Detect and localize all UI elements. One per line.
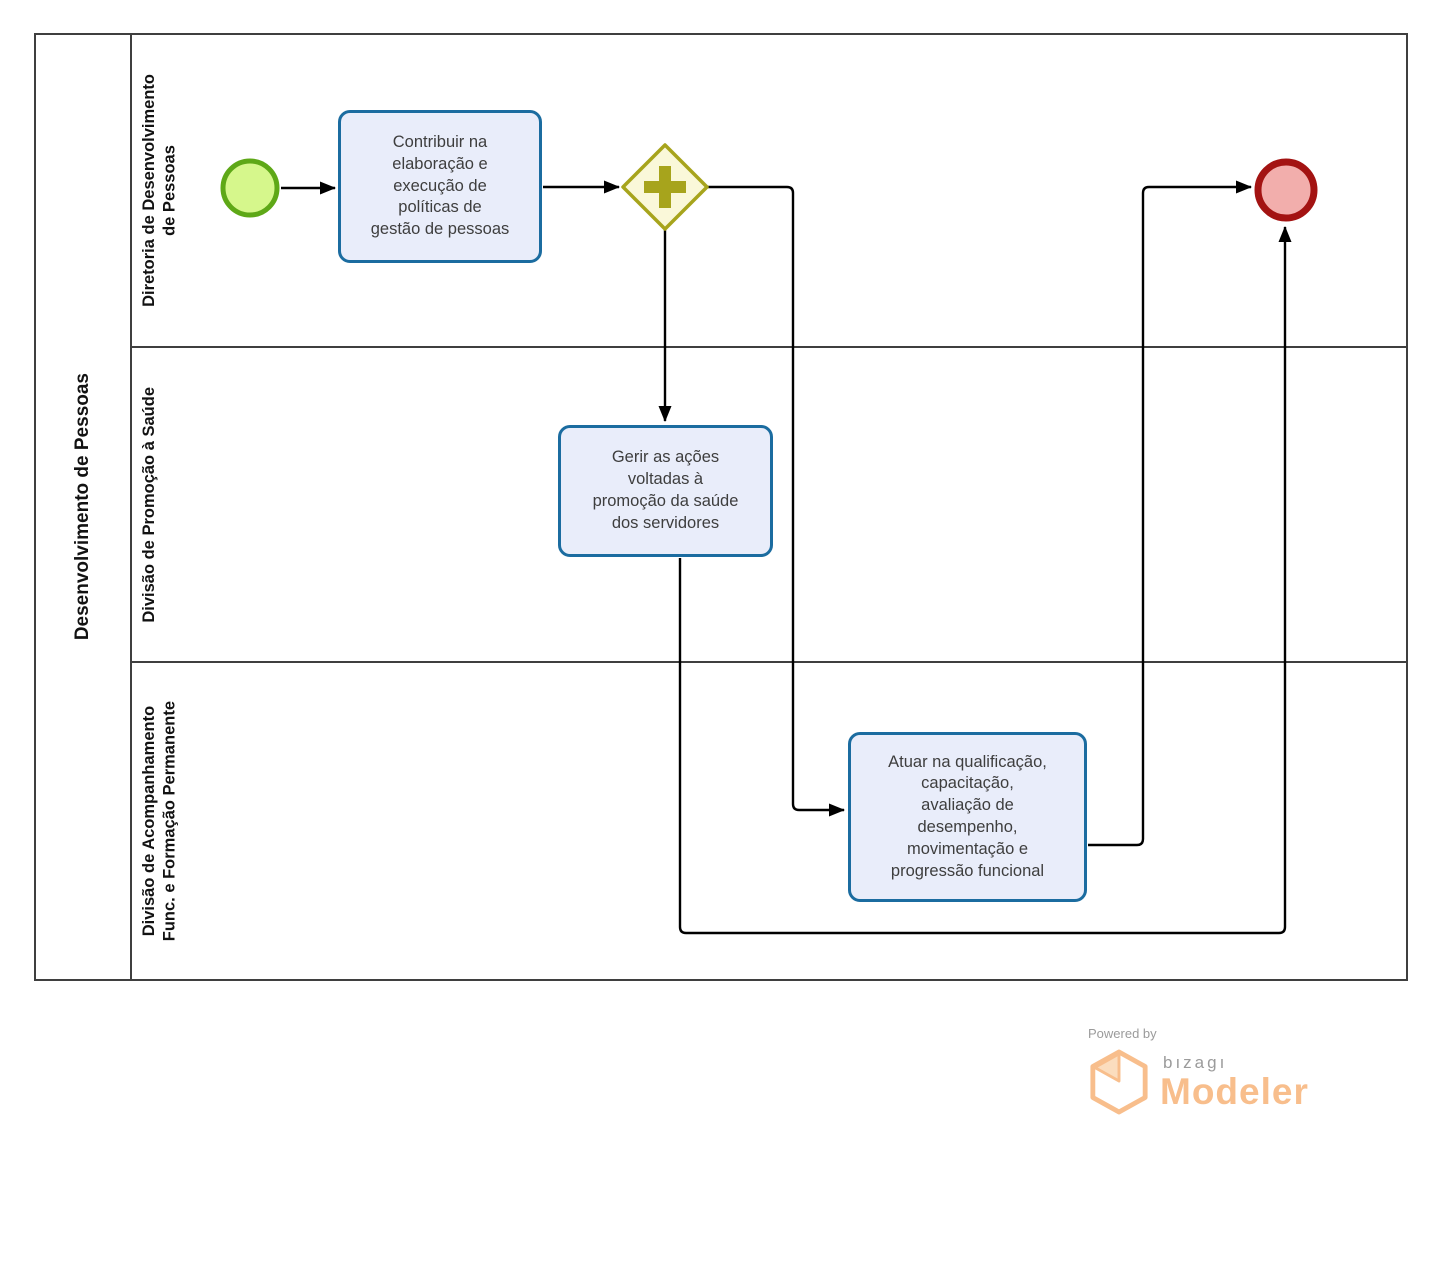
task-gerir-acoes-saude[interactable]: Gerir as ações voltadas à promoção da sa… bbox=[558, 425, 773, 557]
brand-text: bızagı Modeler bbox=[1160, 1053, 1309, 1112]
lane-divisao-promocao-saude: Divisão de Promoção à Saúde bbox=[132, 348, 1406, 663]
lanes-container: Diretoria de Desenvolvimento de Pessoas … bbox=[132, 35, 1406, 979]
parallel-gateway-plus-icon bbox=[644, 166, 686, 208]
bizagi-hexagon-icon bbox=[1090, 1049, 1148, 1115]
task-contribuir-politicas[interactable]: Contribuir na elaboração e execução de p… bbox=[338, 110, 542, 263]
bizagi-wordmark: bızagı bbox=[1163, 1052, 1228, 1072]
bizagi-branding: Powered by bızagı Modeler bbox=[1088, 1026, 1309, 1115]
pool-header: Desenvolvimento de Pessoas bbox=[36, 35, 132, 979]
lane-diretoria-desenvolvimento: Diretoria de Desenvolvimento de Pessoas bbox=[132, 35, 1406, 348]
end-event[interactable] bbox=[1254, 158, 1318, 222]
modeler-wordmark: Modeler bbox=[1160, 1070, 1309, 1112]
task-atuar-qualificacao[interactable]: Atuar na qualificação, capacitação, aval… bbox=[848, 732, 1087, 902]
pool-desenvolvimento-de-pessoas: Desenvolvimento de Pessoas Diretoria de … bbox=[34, 33, 1408, 981]
flow-task2-to-end bbox=[678, 226, 1292, 935]
flow-gateway-to-task3 bbox=[708, 185, 845, 817]
powered-by-text: Powered by bbox=[1088, 1026, 1157, 1041]
flow-task3-to-end bbox=[1088, 180, 1252, 847]
start-event[interactable] bbox=[220, 158, 280, 218]
